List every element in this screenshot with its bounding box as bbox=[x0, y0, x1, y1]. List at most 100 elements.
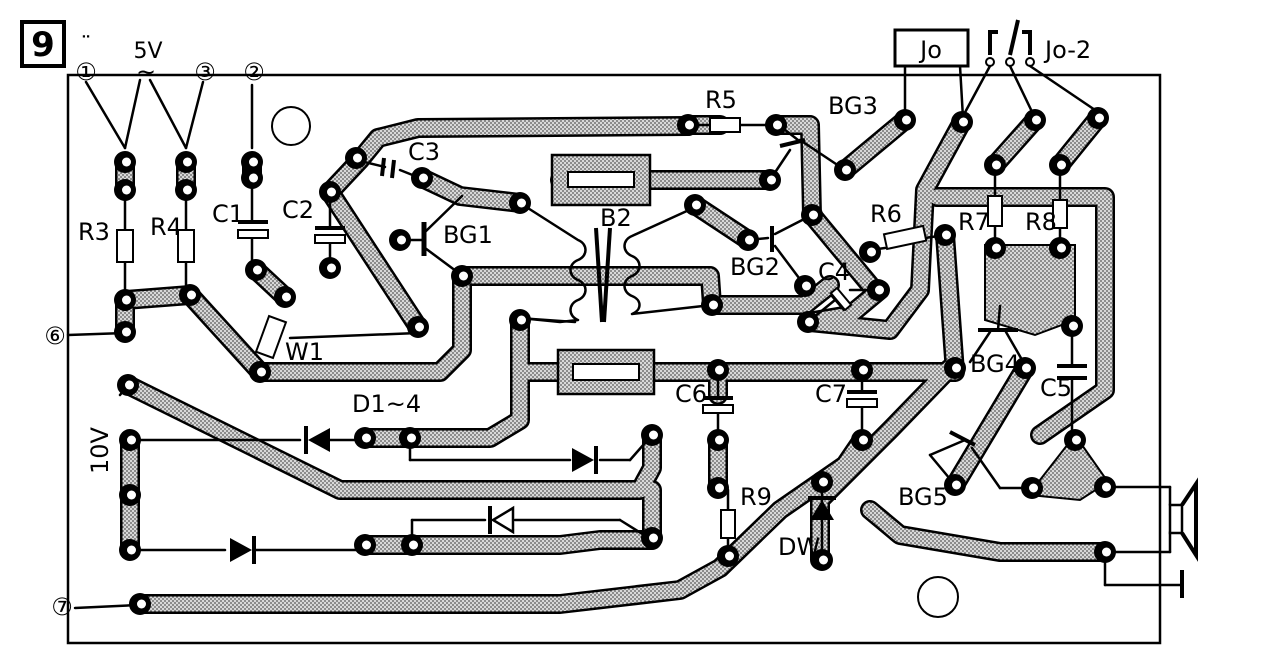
solder-pad-hole bbox=[362, 433, 371, 443]
solder-pad-hole bbox=[725, 551, 734, 561]
figure-number-box bbox=[20, 20, 66, 68]
mounting-hole bbox=[271, 106, 311, 146]
solder-pad-hole bbox=[249, 157, 258, 167]
label-r3: R3 bbox=[78, 218, 110, 246]
solder-pad-hole bbox=[127, 435, 136, 445]
solder-pad-hole bbox=[419, 173, 428, 183]
solder-pad-hole bbox=[805, 317, 814, 327]
solder-pad-hole bbox=[127, 545, 136, 555]
label-r9: R9 bbox=[740, 483, 772, 511]
wires bbox=[66, 19, 1198, 610]
label-c4: C4 bbox=[818, 258, 850, 286]
label-r5: R5 bbox=[705, 86, 737, 114]
solder-pad-hole bbox=[819, 477, 828, 487]
label-b2: B2 bbox=[600, 204, 632, 232]
relay-jo-box bbox=[893, 28, 970, 68]
terminal-7-label: ⑦ bbox=[51, 593, 73, 621]
solder-pad-hole bbox=[1057, 160, 1066, 170]
resistor-bodies bbox=[116, 117, 1068, 539]
solder-pad-hole bbox=[819, 555, 828, 565]
solder-pad-hole bbox=[249, 173, 258, 183]
solder-pad-hole bbox=[407, 433, 416, 443]
solder-pad-hole bbox=[327, 263, 336, 273]
label-r4: R4 bbox=[150, 213, 182, 241]
solder-pad-hole bbox=[1069, 321, 1078, 331]
solder-pad-hole bbox=[122, 185, 131, 195]
copper-areas bbox=[984, 244, 1110, 502]
label-relay-jo: Jo bbox=[918, 36, 942, 64]
label-c2: C2 bbox=[282, 196, 314, 224]
solder-pad-hole bbox=[1029, 483, 1038, 493]
solder-pad-hole bbox=[867, 247, 876, 257]
solder-pad-hole bbox=[745, 235, 754, 245]
diodes bbox=[230, 426, 836, 564]
solder-pad-hole bbox=[992, 243, 1001, 253]
label-c6: C6 bbox=[675, 380, 707, 408]
solder-pad-hole bbox=[1095, 113, 1104, 123]
supply-10v-label: 10V bbox=[86, 426, 114, 474]
solder-pad-hole bbox=[459, 271, 468, 281]
terminal-6-label: ⑥ bbox=[44, 322, 66, 350]
solder-pad-hole bbox=[1102, 547, 1111, 557]
label-c7: C7 bbox=[815, 380, 847, 408]
solder-pad-hole bbox=[942, 230, 951, 240]
solder-pad-hole bbox=[992, 160, 1001, 170]
label-r8: R8 bbox=[1025, 208, 1057, 236]
solder-pad-hole bbox=[517, 315, 526, 325]
terminal-3-label: ③ bbox=[194, 58, 216, 86]
solder-pad-hole bbox=[809, 210, 818, 220]
solder-pad-hole bbox=[409, 540, 418, 550]
solder-pad-hole bbox=[125, 380, 134, 390]
solder-pad-hole bbox=[715, 435, 724, 445]
label-r6: R6 bbox=[870, 200, 902, 228]
solder-pad-hole bbox=[327, 187, 336, 197]
figure-number: 9 bbox=[31, 25, 55, 65]
board-outline bbox=[66, 73, 1162, 645]
solder-pad-hole bbox=[959, 117, 968, 127]
solder-pad-hole bbox=[1102, 482, 1111, 492]
solder-pad-hole bbox=[1032, 115, 1041, 125]
solder-pad-hole bbox=[709, 300, 718, 310]
solder-pad-hole bbox=[842, 165, 851, 175]
solder-pad-hole bbox=[875, 285, 884, 295]
solder-pad-hole bbox=[802, 281, 811, 291]
solder-pad-hole bbox=[517, 198, 526, 208]
solder-pad-hole bbox=[685, 120, 694, 130]
solder-pad-hole bbox=[127, 490, 136, 500]
label-relay-jo2: Jo-2 bbox=[1043, 36, 1091, 64]
label-c5: C5 bbox=[1040, 374, 1072, 402]
pads bbox=[114, 107, 1116, 615]
solder-pad-hole bbox=[715, 365, 724, 375]
solder-pad-hole bbox=[1022, 363, 1031, 373]
solder-pad-hole bbox=[952, 363, 961, 373]
supply-5v-tilde: ~ bbox=[136, 58, 156, 86]
solder-pad-hole bbox=[649, 533, 658, 543]
solder-pad-hole bbox=[859, 365, 868, 375]
solder-pad-hole bbox=[353, 153, 362, 163]
solder-pad-hole bbox=[649, 430, 658, 440]
label-bg4: BG4 bbox=[970, 350, 1020, 378]
solder-pad-hole bbox=[859, 435, 868, 445]
label-w1: W1 bbox=[285, 338, 324, 366]
terminal-2-label: ② bbox=[243, 58, 265, 86]
label-c1: C1 bbox=[212, 200, 244, 228]
terminal-1-label: ① bbox=[75, 58, 97, 86]
label-bg1: BG1 bbox=[443, 221, 493, 249]
solder-pad-hole bbox=[397, 235, 406, 245]
label-r7: R7 bbox=[958, 208, 990, 236]
label-d1-4: D1~4 bbox=[352, 390, 421, 418]
label-dw: DW bbox=[778, 533, 820, 561]
solder-pad-hole bbox=[122, 157, 131, 167]
solder-pad-hole bbox=[137, 599, 146, 609]
solder-pad-hole bbox=[715, 483, 724, 493]
svg-text:¨: ¨ bbox=[81, 33, 92, 58]
solder-pad-hole bbox=[902, 115, 911, 125]
solder-pad-hole bbox=[187, 290, 196, 300]
label-bg2: BG2 bbox=[730, 253, 780, 281]
supply-5v-label: 5V bbox=[133, 39, 162, 64]
solder-pad-hole bbox=[692, 200, 701, 210]
solder-pad-hole bbox=[183, 157, 192, 167]
solder-pad-hole bbox=[257, 367, 266, 377]
solder-pad-hole bbox=[767, 175, 776, 185]
